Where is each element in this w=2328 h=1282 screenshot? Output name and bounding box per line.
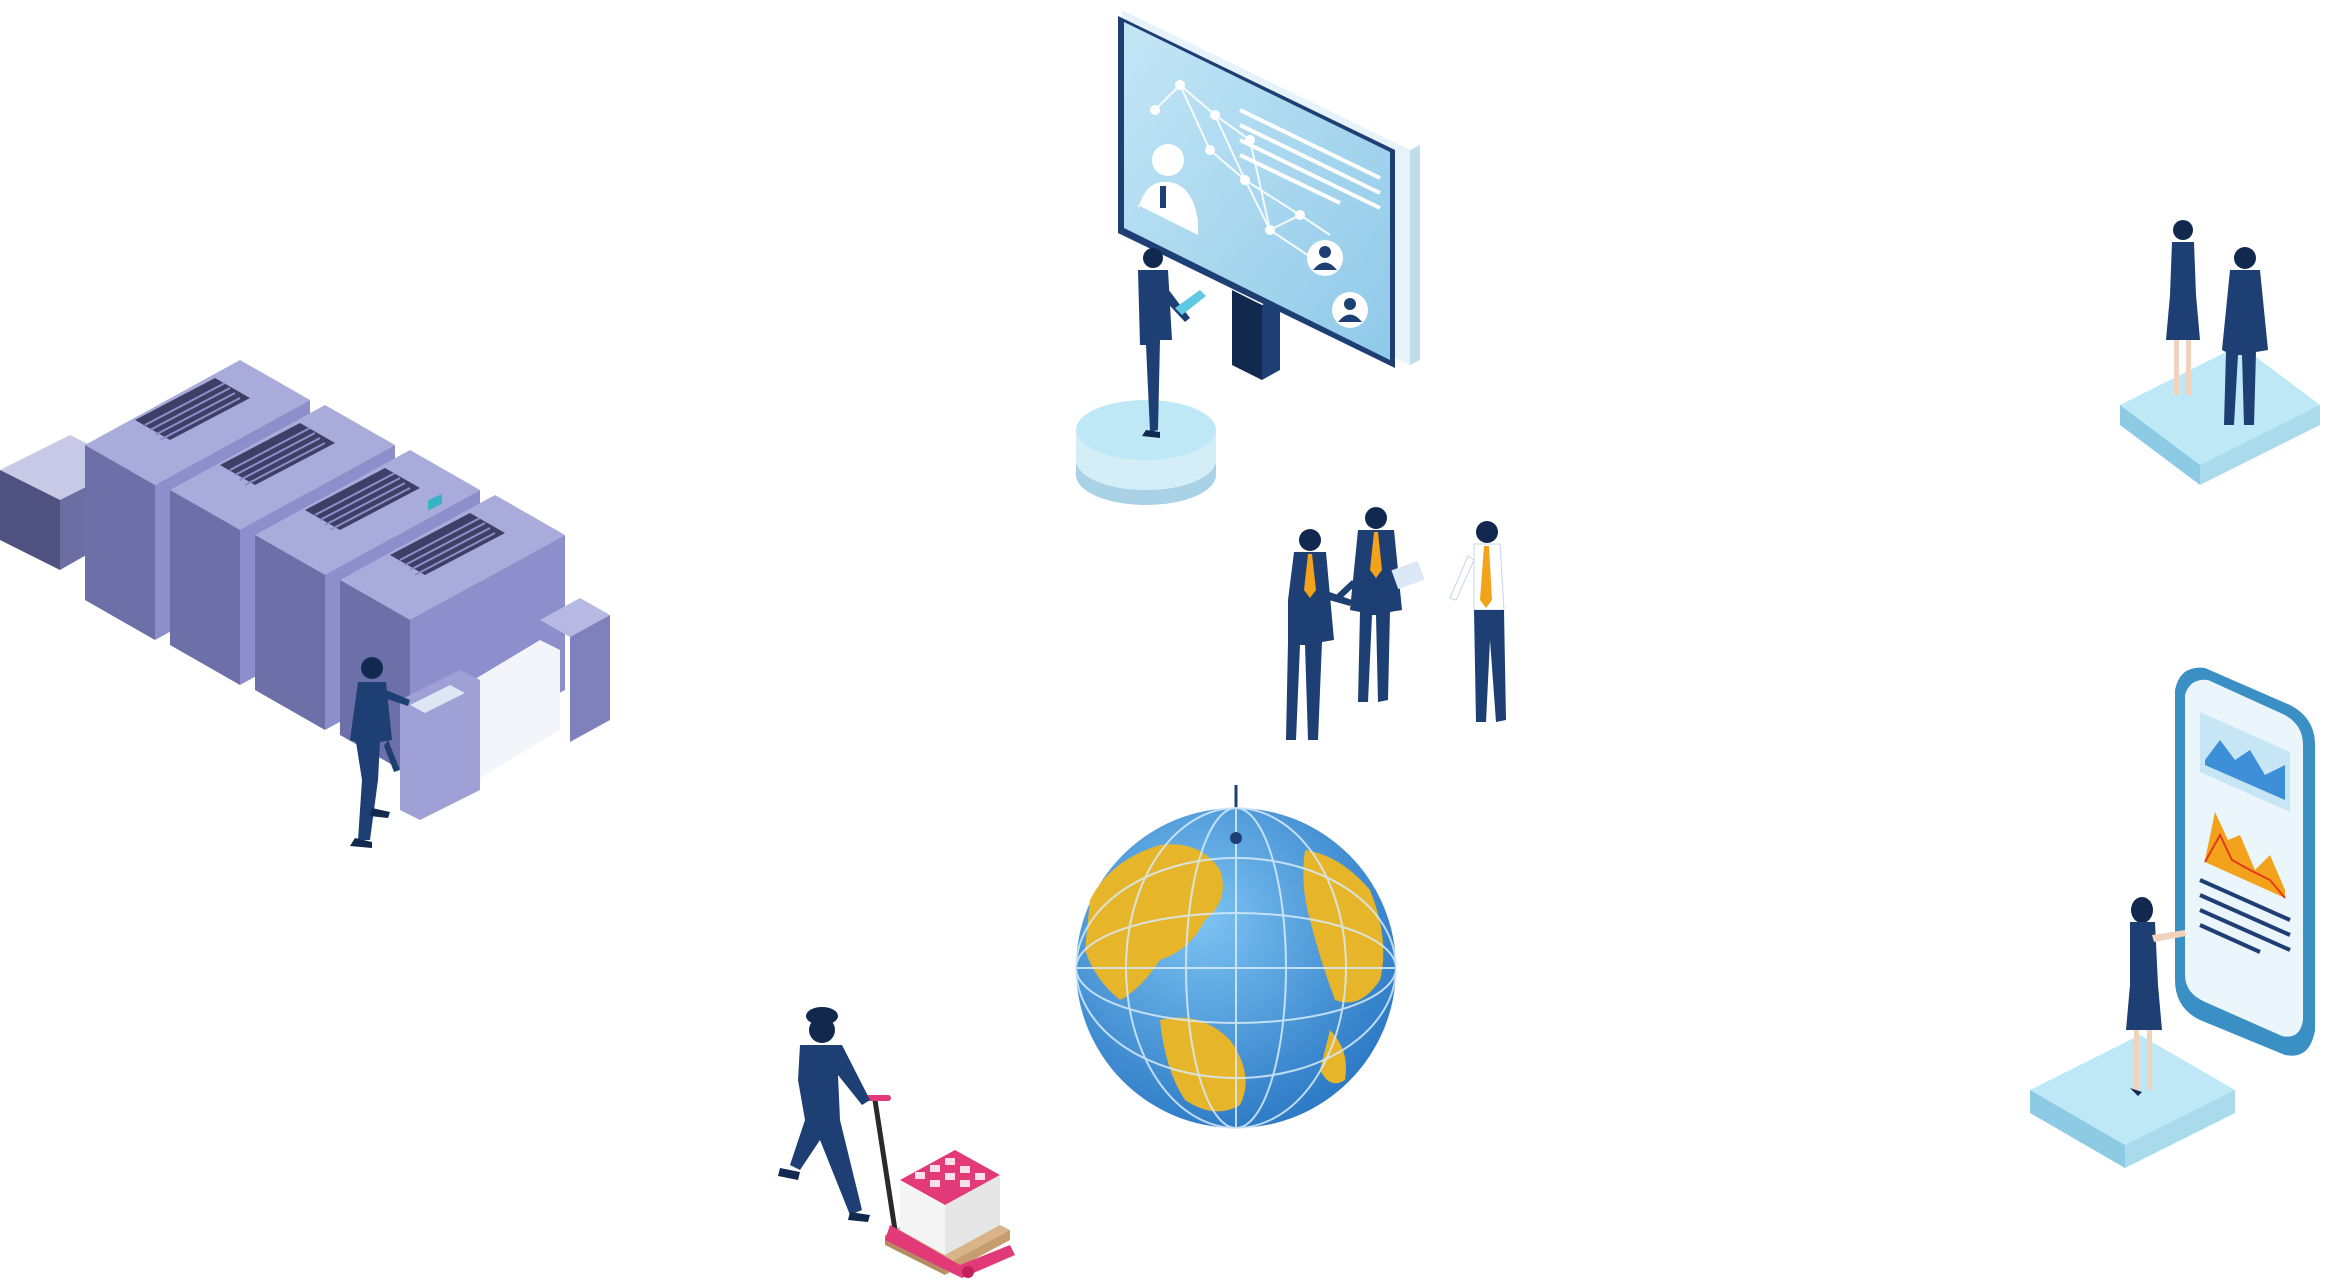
man-standing [2222,247,2268,425]
businessman-2 [1336,507,1425,702]
presenter [1138,248,1206,438]
woman-presenting [2126,897,2186,1096]
worker-with-pallet-jack [778,1007,1015,1278]
presentation-screen-with-presenter [1076,10,1420,505]
business-meeting-trio [1286,507,1506,740]
standing-couple-on-platform [2120,220,2320,485]
woman-standing [2166,220,2200,395]
businessman-3 [1449,521,1506,722]
avatar-icon-1 [1307,240,1343,276]
press-operator [350,657,410,848]
user-profile-icon [1138,144,1198,235]
printing-press-with-operator [0,360,610,848]
smartphone-analytics-with-woman [2030,667,2315,1168]
globe [1075,785,1397,1129]
avatar-icon-2 [1332,292,1368,328]
warehouse-worker [778,1007,870,1222]
businessman-1 [1286,529,1352,740]
